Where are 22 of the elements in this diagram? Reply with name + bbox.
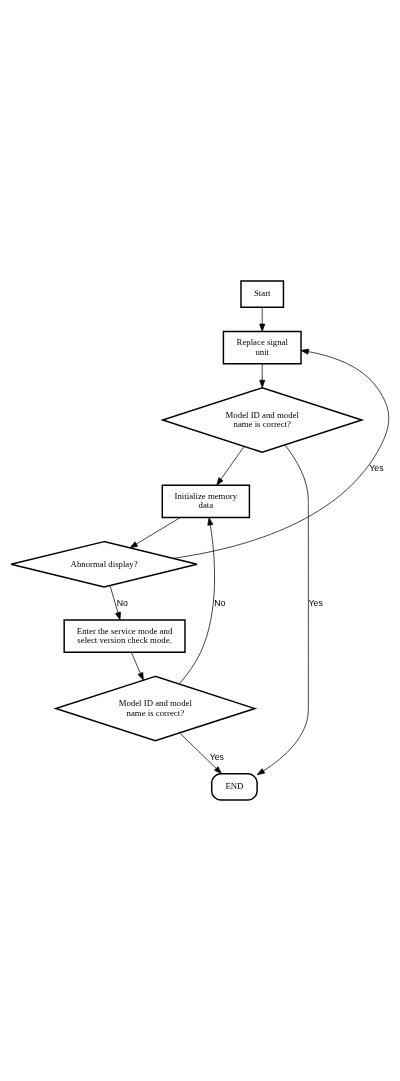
node-box: Replace signal unit bbox=[222, 330, 302, 365]
edge-label: Yes bbox=[308, 597, 323, 608]
node-diamond: Model ID and model name is correct? bbox=[160, 387, 365, 454]
arrow bbox=[259, 363, 266, 388]
arrow bbox=[216, 446, 245, 486]
node-box: END bbox=[210, 773, 258, 801]
arrow bbox=[129, 517, 181, 549]
edge-label: Yes bbox=[369, 463, 384, 474]
edge-label: No bbox=[214, 597, 226, 608]
edge-label: No bbox=[116, 597, 128, 608]
arrow bbox=[179, 732, 222, 774]
arrow bbox=[178, 517, 215, 685]
node-box: Initialize memory data bbox=[161, 484, 251, 519]
node-diamond: Model ID and model name is correct? bbox=[53, 675, 258, 742]
arrow bbox=[172, 348, 390, 559]
arrow bbox=[259, 307, 266, 332]
edge-label: Yes bbox=[209, 751, 224, 762]
arrow bbox=[256, 444, 309, 776]
node-box: Enter the service mode and select version check mode. bbox=[63, 619, 186, 653]
node-box: Start bbox=[240, 280, 285, 309]
arrow bbox=[130, 651, 144, 681]
arrow bbox=[109, 585, 121, 621]
